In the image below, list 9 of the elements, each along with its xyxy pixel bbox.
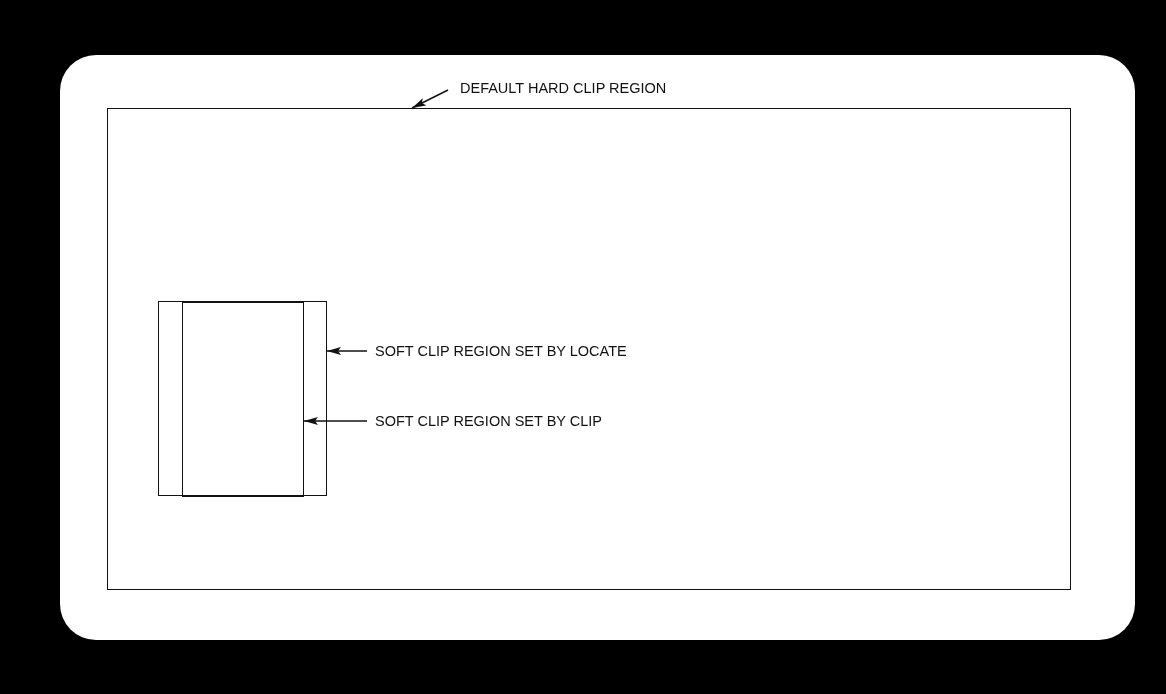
clip-region-rect [182, 302, 304, 497]
leader-label: DEFAULT HARD CLIP REGION [460, 79, 667, 97]
leader-line [411, 89, 449, 109]
leader-label: SOFT CLIP REGION SET BY CLIP [375, 412, 602, 430]
leader-label: SOFT CLIP REGION SET BY LOCATE [375, 342, 627, 360]
clip-region-rect [107, 108, 1071, 590]
leader-line [303, 417, 368, 425]
leader-line [326, 347, 368, 355]
clip-region-rect [158, 301, 327, 496]
